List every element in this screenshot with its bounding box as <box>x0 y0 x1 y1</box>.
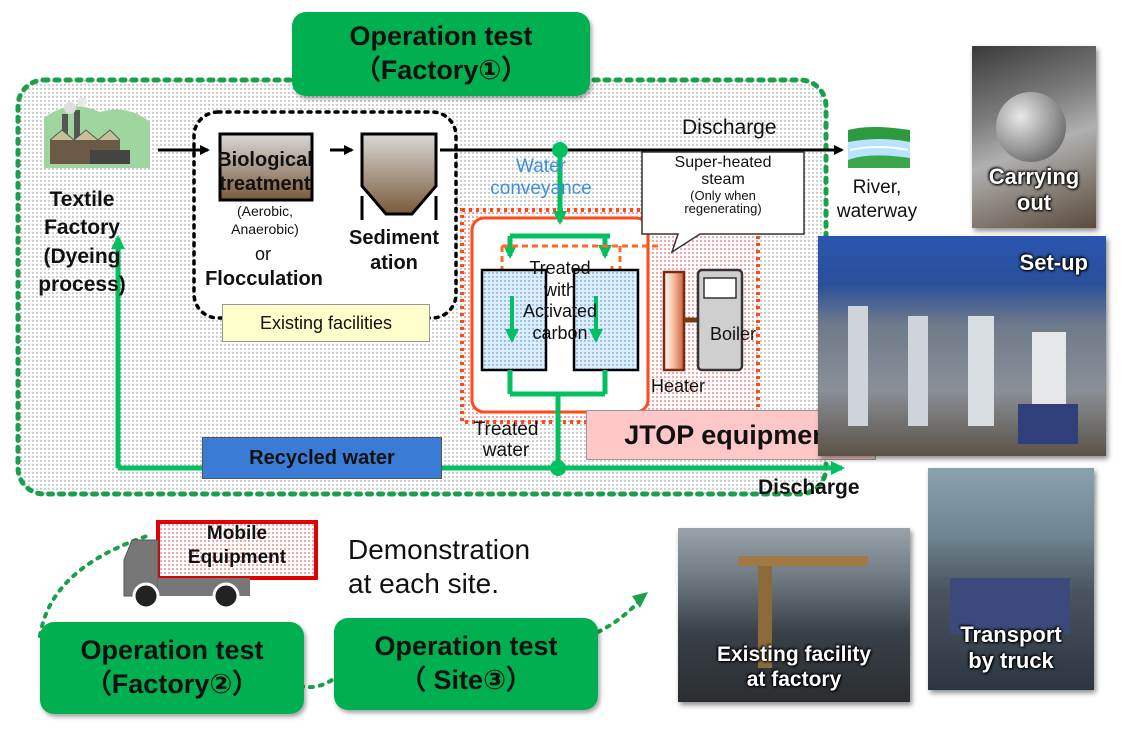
biological-tank <box>218 132 314 202</box>
biological-treatment-sub: (Aerobic, Anaerobic) <box>231 203 299 237</box>
demonstration-text: Demonstration at each site. <box>348 534 531 599</box>
operation-test-factory2: Operation test （Factory②） <box>40 622 304 714</box>
factory-icon <box>44 97 150 168</box>
or-label: or <box>254 244 271 264</box>
textile-factory-label: Textile Factory (Dyeing process) <box>38 188 126 297</box>
route-curve-left <box>38 533 152 638</box>
heater-icon <box>662 270 686 372</box>
water-conveyance-label: Water conveyance <box>490 156 592 199</box>
treated-water-label: Treated water <box>473 419 539 461</box>
mobile-equipment-label: Mobile Equipment <box>187 523 287 568</box>
photo-setup: Set-up <box>818 236 1106 456</box>
biological-treatment-label: Biological treatment <box>217 149 313 195</box>
steam-callout <box>641 151 805 254</box>
sedimentation-label: Sediment ation <box>348 227 440 274</box>
existing-facilities-label: Existing facilities <box>222 304 430 342</box>
activated-carbon-label: Treated with Activated carbon <box>522 258 598 343</box>
boiler-icon <box>696 268 744 372</box>
steam-callout-text: Super-heated steam (Only when regenerati… <box>674 154 772 217</box>
operation-test-site3: Operation test （ Site③） <box>334 618 598 710</box>
recycled-water-label: Recycled water <box>202 437 442 479</box>
title-operation-test-factory1: Operation test （Factory①） <box>292 12 590 96</box>
heater-label: Heater <box>651 376 706 396</box>
river-label: River, waterway <box>836 177 918 222</box>
discharge-label-bottom: Discharge <box>758 476 860 499</box>
river-icon <box>848 127 910 168</box>
discharge-label-top: Discharge <box>682 116 777 139</box>
photo-carrying-out: Carrying out <box>972 46 1096 228</box>
photo-existing-facility: Existing facility at factory <box>678 528 910 702</box>
carbon-tank-right <box>572 268 640 372</box>
boiler-label: Boiler <box>710 324 757 344</box>
truck-icon <box>123 520 318 610</box>
sedimentation-tank <box>360 132 438 220</box>
jtop-equipment-label: JTOP equipment <box>586 410 876 460</box>
photo-transport: Transport by truck <box>928 468 1094 690</box>
flocculation-label: Flocculation <box>205 268 323 290</box>
